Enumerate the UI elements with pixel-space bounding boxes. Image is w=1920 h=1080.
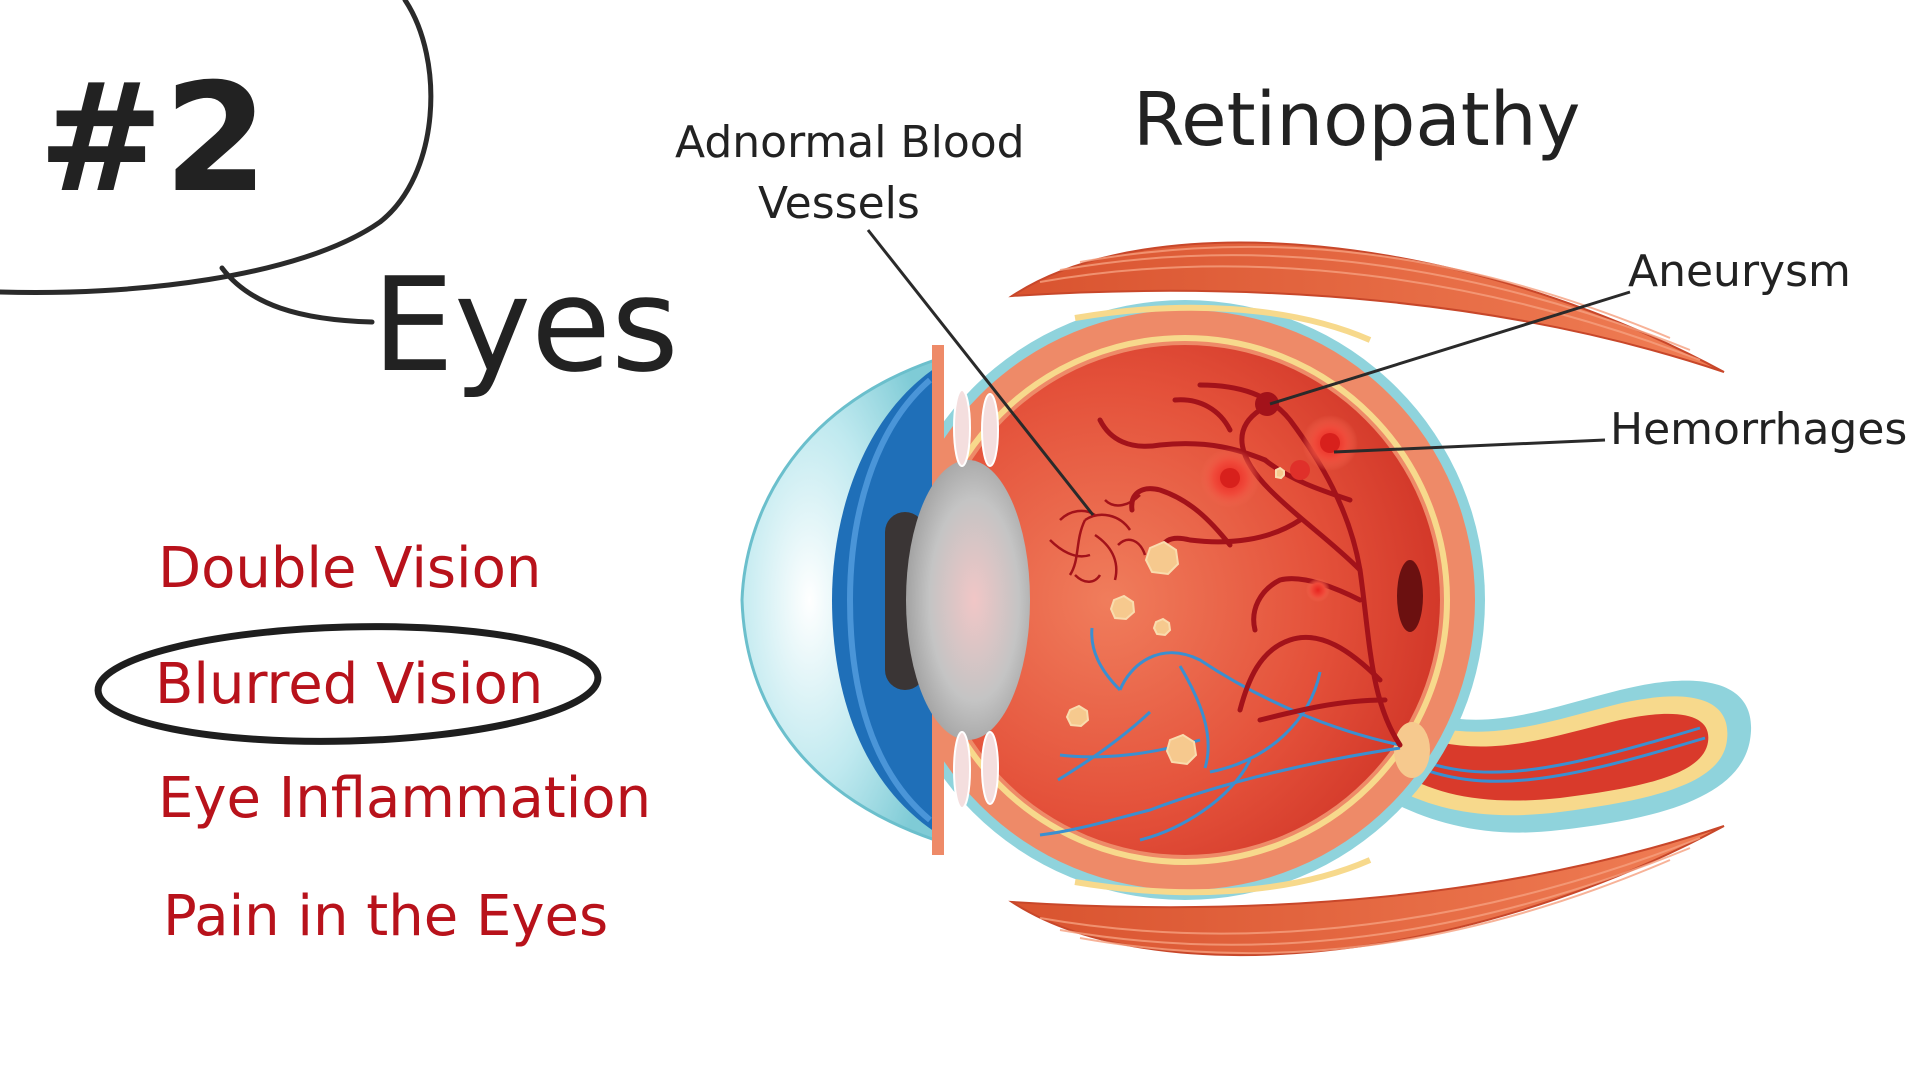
ciliary-bottom-1 xyxy=(953,731,971,809)
symptom-eye-inflammation: Eye Inflammation xyxy=(158,766,651,831)
eye-illustration xyxy=(740,241,1752,957)
exudates xyxy=(1065,466,1285,766)
speech-bubble-outline xyxy=(0,0,434,296)
iris xyxy=(832,368,935,832)
label-abnormal-vessels-line2: Vessels xyxy=(758,178,920,229)
hemorrhage-4 xyxy=(1306,578,1330,602)
hemorrhage-3 xyxy=(1290,460,1310,480)
symptom-double-vision: Double Vision xyxy=(158,536,541,601)
ciliary-top-1 xyxy=(953,389,971,467)
speech-bubble-tail xyxy=(219,265,375,325)
lower-muscle xyxy=(1008,825,1725,957)
leader-hemorrhages xyxy=(1333,438,1606,454)
topic-title: Eyes xyxy=(372,249,679,401)
upper-muscle xyxy=(1008,241,1725,373)
abnormal-vessel-cluster xyxy=(1049,494,1147,583)
retina xyxy=(930,345,1440,855)
label-hemorrhages: Hemorrhages xyxy=(1610,404,1907,455)
aneurysm-dot xyxy=(1255,392,1279,416)
iris-highlight xyxy=(846,377,932,823)
ciliary-bottom-2 xyxy=(981,731,999,805)
lens xyxy=(906,460,1030,740)
label-abnormal-vessels-line1: Adnormal Blood xyxy=(675,117,1025,168)
symptom-blurred-vision: Blurred Vision xyxy=(155,652,543,717)
diagram-title: Retinopathy xyxy=(1133,77,1580,163)
highlight-circle xyxy=(94,623,602,745)
optic-disc xyxy=(1394,722,1430,778)
ciliary-top-2 xyxy=(981,393,999,467)
label-aneurysm: Aneurysm xyxy=(1628,246,1851,297)
slide-number: #2 xyxy=(38,52,268,226)
vitreous-edge xyxy=(1074,304,1372,343)
leader-aneurysm xyxy=(1269,290,1631,406)
symptom-pain-in-eyes: Pain in the Eyes xyxy=(163,884,608,949)
macula xyxy=(1397,560,1423,632)
leader-abnormal-vessels xyxy=(866,229,1095,516)
blue-vessels xyxy=(1039,627,1401,842)
